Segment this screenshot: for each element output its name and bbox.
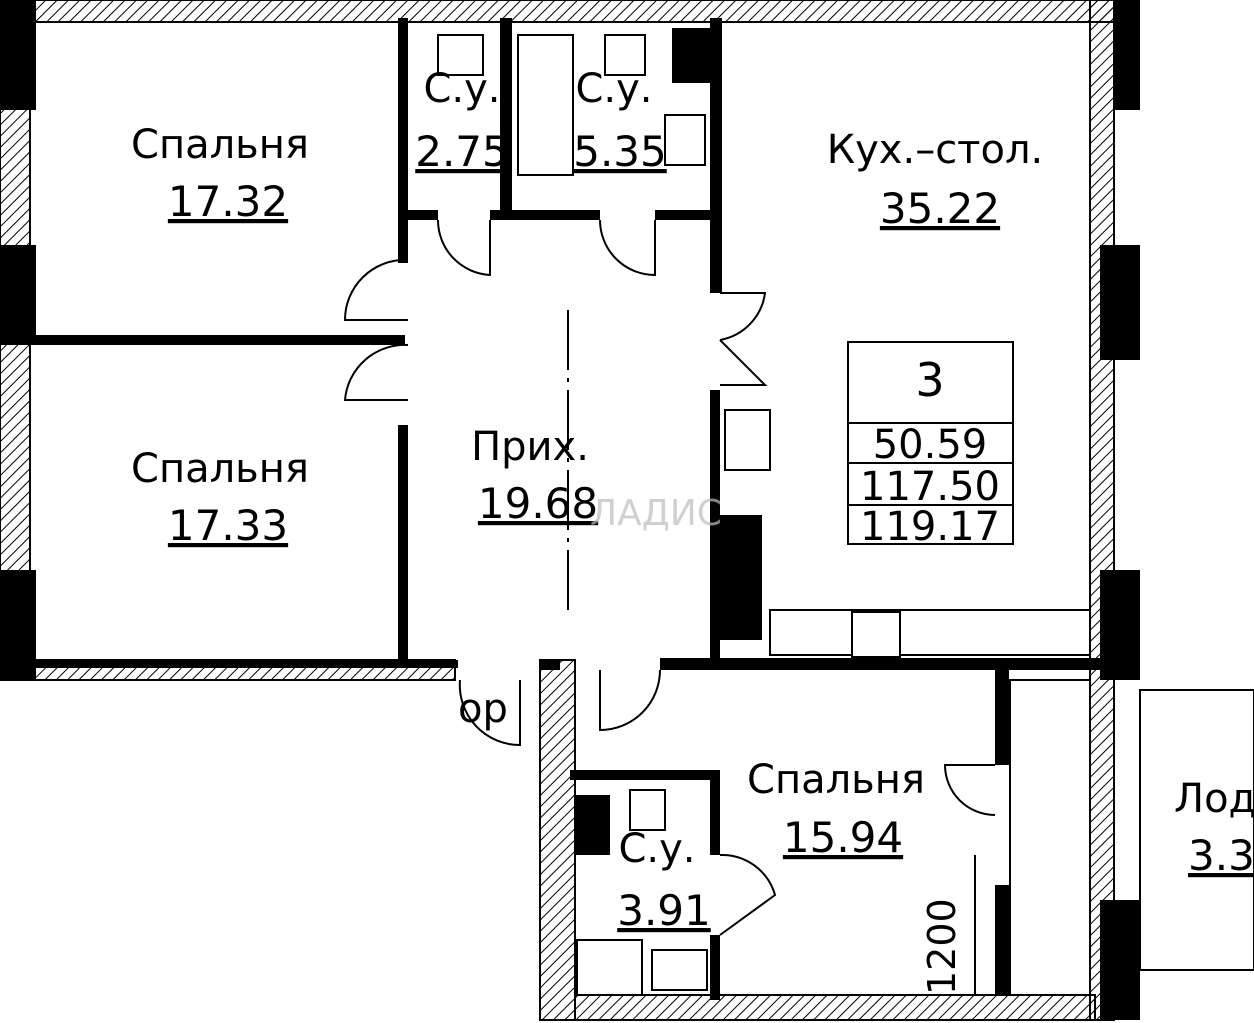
loggia-area: 3.33 (1188, 831, 1254, 880)
bath1-name: С.у. (423, 66, 500, 112)
total-area-with-loggia: 119.17 (860, 504, 1000, 550)
bath3-name: С.у. (618, 826, 695, 872)
kitchen-area: 35.22 (880, 184, 1000, 233)
bed2-name: Спальня (131, 446, 309, 492)
fixtures (437, 28, 1254, 996)
corridor-name: ор (458, 686, 508, 732)
hall-name: Прих. (471, 424, 589, 470)
bath1-area: 2.75 (415, 127, 509, 176)
doors (343, 219, 996, 936)
total-area: 117.50 (860, 464, 1000, 510)
window-dimension: 1200 (920, 898, 964, 995)
outer-walls (0, 0, 1140, 1021)
bed2-area: 17.33 (168, 501, 288, 550)
bed1-area: 17.32 (168, 177, 288, 226)
bed3-area: 15.94 (783, 813, 903, 862)
bath2-area: 5.35 (573, 127, 667, 176)
living-area: 50.59 (873, 422, 988, 468)
rooms-count: 3 (915, 353, 944, 407)
hall-area: 19.68 (478, 479, 598, 528)
kitchen-name: Кух.–стол. (827, 127, 1044, 173)
bath3-area: 3.91 (617, 886, 711, 935)
interior-walls (30, 18, 1091, 1000)
loggia-name: Лодж (1174, 776, 1254, 822)
bath2-name: С.у. (575, 66, 652, 112)
watermark: ЛАДИС (590, 493, 722, 534)
bed1-name: Спальня (131, 122, 309, 168)
bed3-name: Спальня (747, 757, 925, 803)
